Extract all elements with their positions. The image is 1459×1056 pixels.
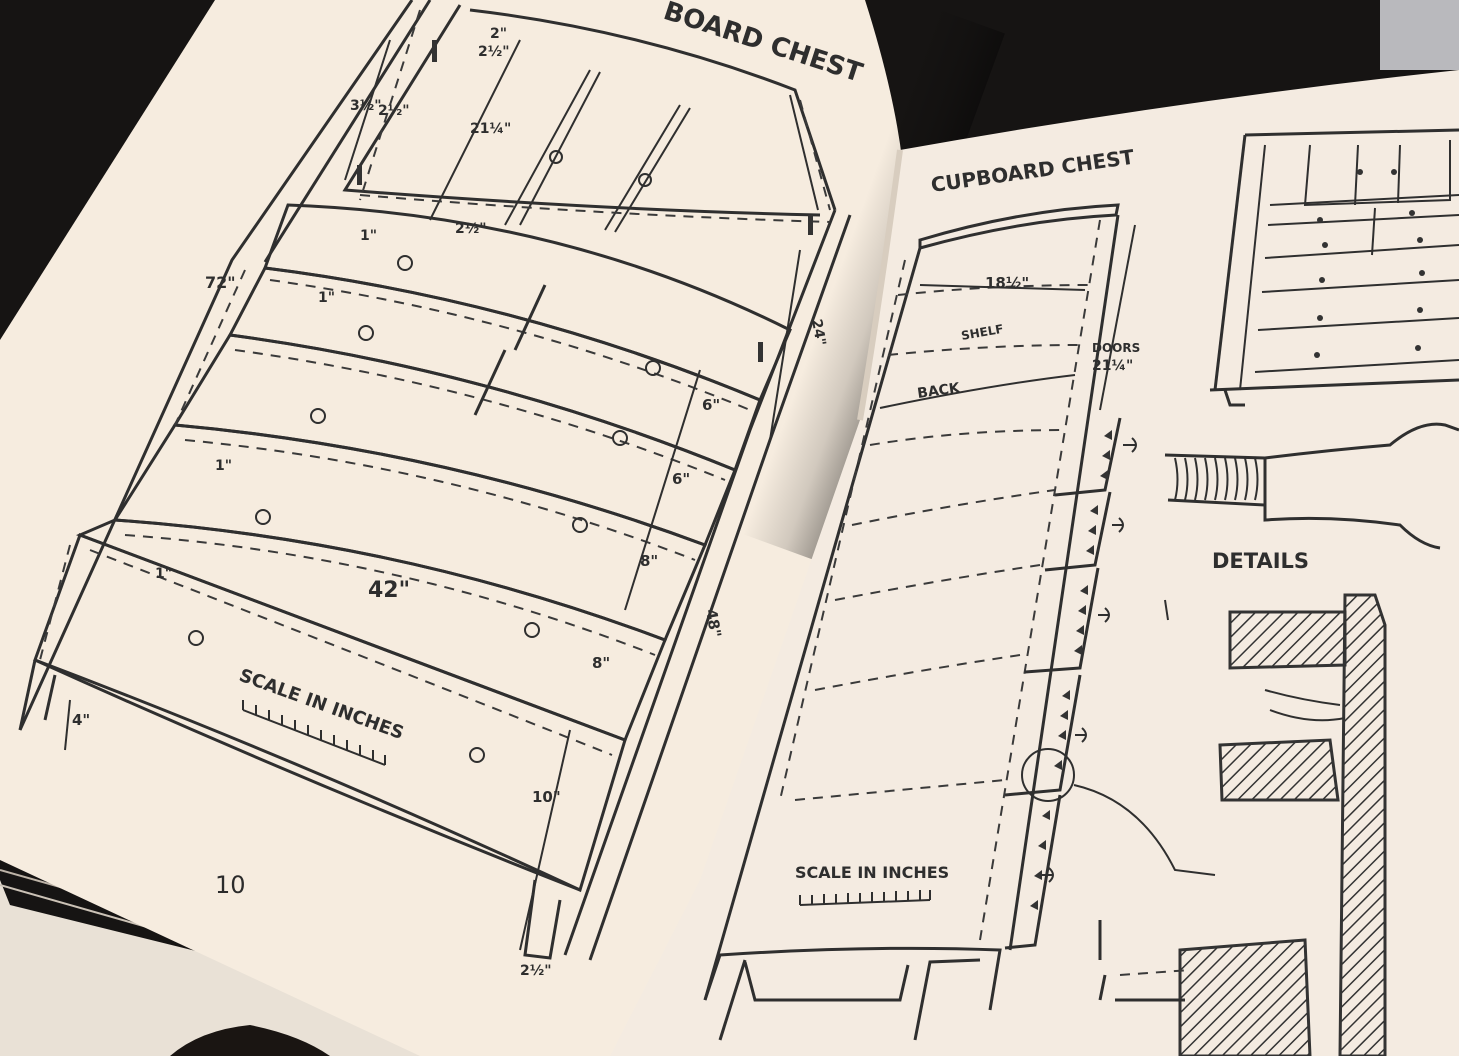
cupboard-width-label: 18½"	[985, 274, 1029, 292]
dim-6a: 6"	[702, 396, 720, 414]
dim-72: 72"	[205, 273, 236, 292]
dim-2d: 2½"	[455, 221, 487, 237]
cupboard-chest-side-drawing	[703, 203, 1216, 1041]
dim-8b: 8"	[592, 654, 610, 672]
joint-details	[1098, 593, 1387, 1056]
doors-height-label: 21¼"	[1092, 358, 1133, 374]
dim-48: 48"	[702, 608, 725, 639]
back-label: BACK	[916, 380, 962, 402]
dim-3: 3½"	[350, 98, 382, 114]
background-light-corner	[1380, 0, 1459, 70]
cupboard-chest-thumbnail	[1209, 128, 1459, 407]
dim-1d: 1"	[155, 566, 172, 582]
dim-2e: 2½"	[520, 963, 552, 979]
dim-2a: 2"	[490, 26, 507, 42]
dim-8a: 8"	[640, 552, 658, 570]
turned-leg-detail	[1164, 422, 1459, 550]
dim-1b: 1"	[318, 290, 335, 306]
details-label: DETAILS	[1212, 549, 1309, 573]
dim-1c: 1"	[215, 458, 232, 474]
page-stack-edges	[0, 880, 620, 1056]
thumb-shadow	[170, 1025, 330, 1056]
dim-4: 4"	[72, 711, 90, 729]
dim-2c: 2½"	[378, 103, 410, 119]
dim-10: 10"	[532, 788, 561, 806]
dim-6b: 6"	[672, 470, 690, 488]
dim-2b: 2½"	[478, 44, 510, 60]
right-scale-label: SCALE IN INCHES	[795, 863, 949, 882]
left-page-number: 10	[215, 871, 246, 899]
board-chest-drawing	[18, 0, 852, 961]
dim-24: 24"	[808, 318, 828, 347]
dim-42: 42"	[368, 578, 410, 603]
dim-1a: 1"	[360, 228, 377, 244]
doors-label: DOORS	[1092, 341, 1140, 355]
dim-21: 21¼"	[470, 121, 511, 137]
